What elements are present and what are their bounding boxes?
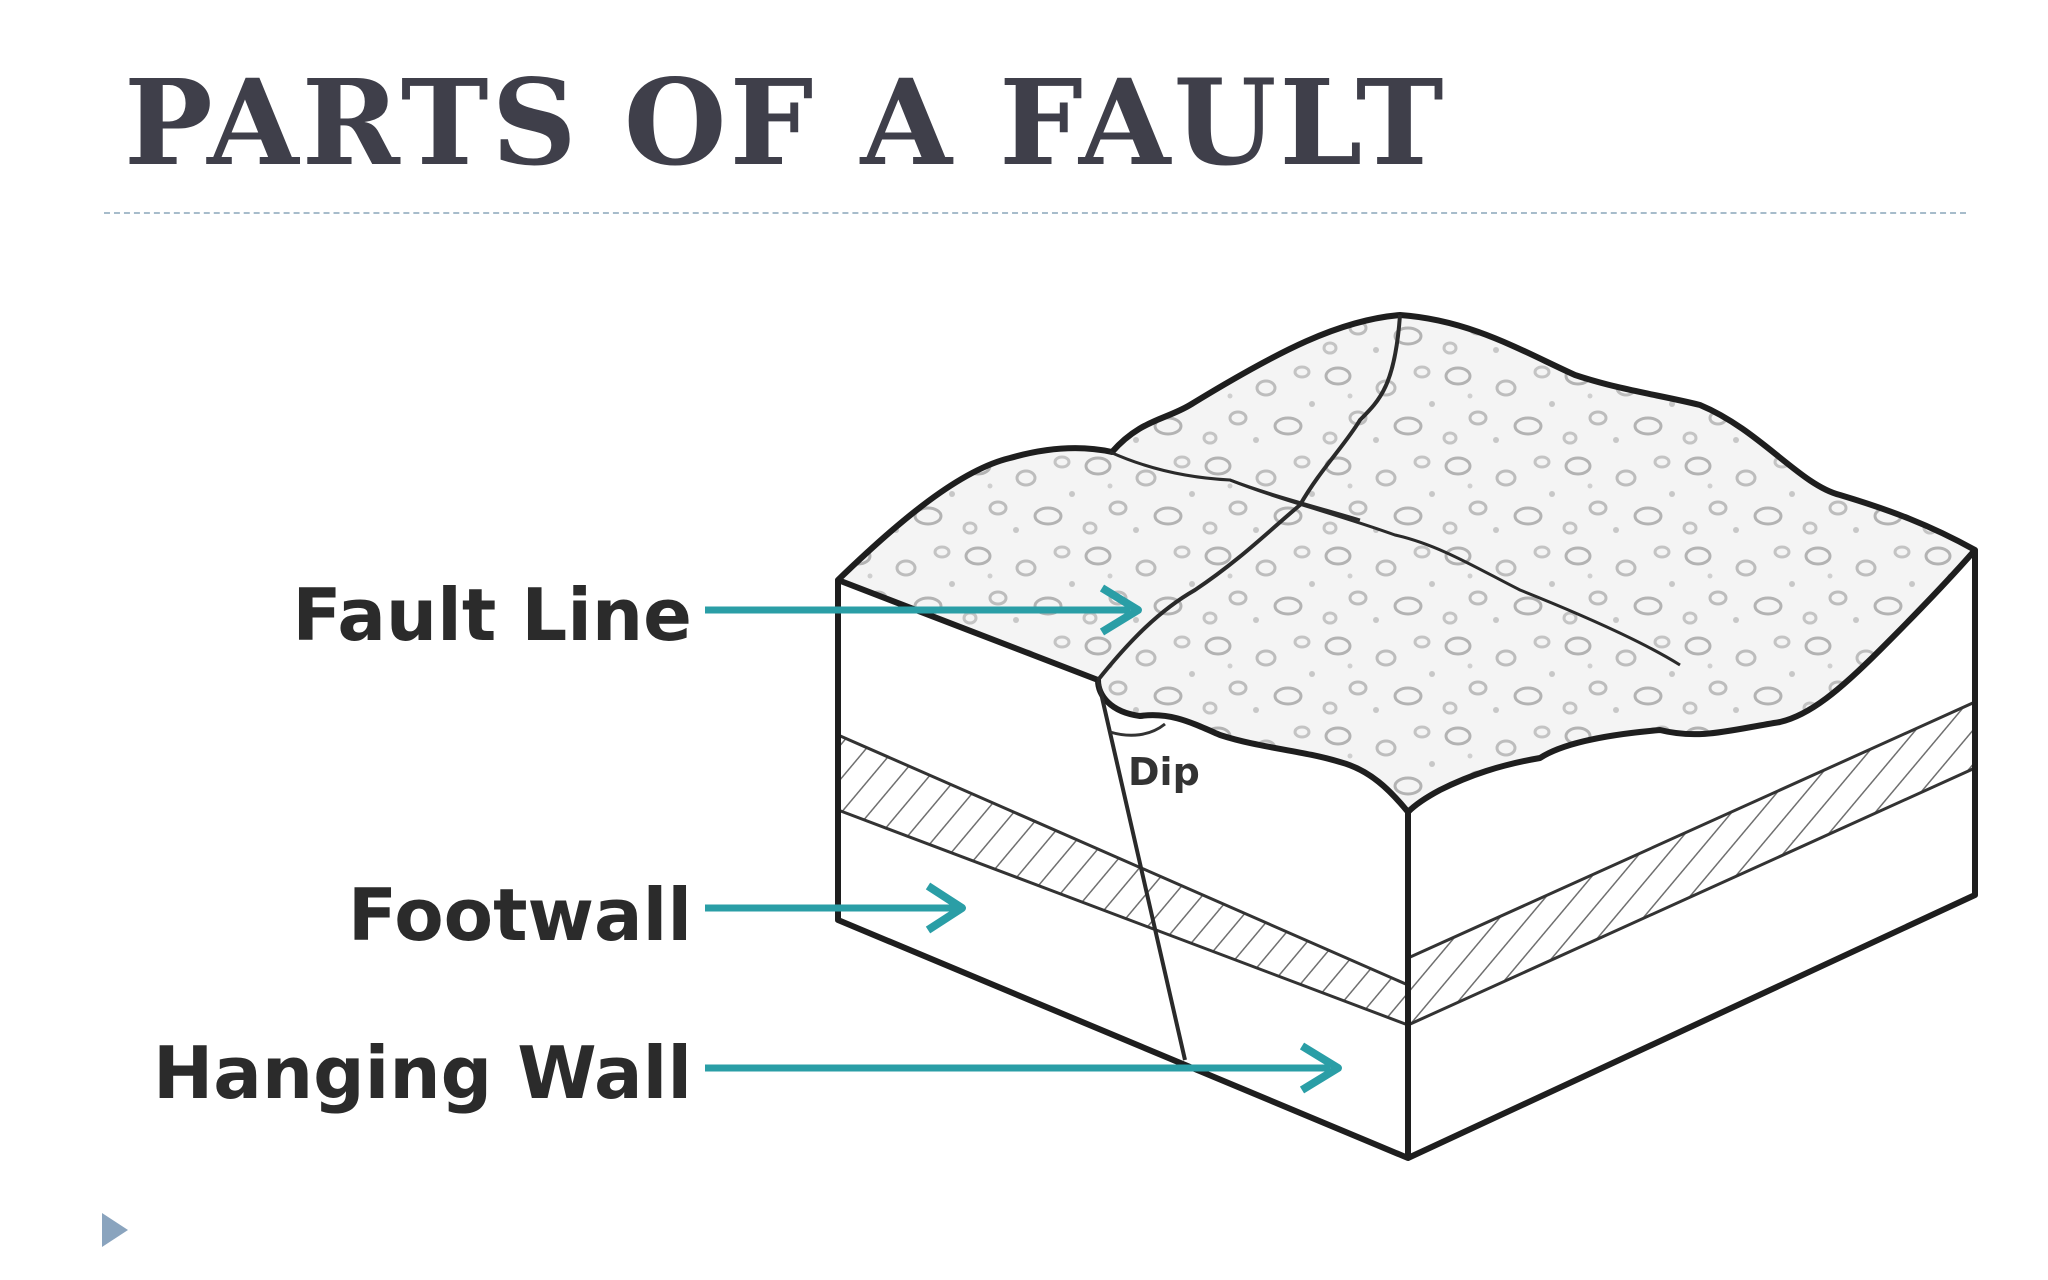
slide-title: PARTS OF A FAULT <box>124 53 1447 192</box>
fault-line-label: Fault Line <box>292 573 692 657</box>
fault-plane-line <box>1096 679 1187 1061</box>
title-divider <box>104 212 1966 214</box>
top-surface <box>835 312 1978 815</box>
fault-line-arrowhead <box>1099 584 1142 636</box>
bullet-arrow-icon <box>102 1213 128 1247</box>
hanging-wall-label: Hanging Wall <box>153 1031 692 1115</box>
footwall-label: Footwall <box>348 873 692 957</box>
surface-crack <box>1229 478 1681 667</box>
dip-arc <box>1109 722 1166 737</box>
surface-crack-2 <box>1109 450 1361 522</box>
hanging-wall-arrowhead <box>1299 1042 1342 1094</box>
footwall-arrowhead <box>925 882 966 934</box>
dip-label: Dip <box>1128 750 1200 794</box>
